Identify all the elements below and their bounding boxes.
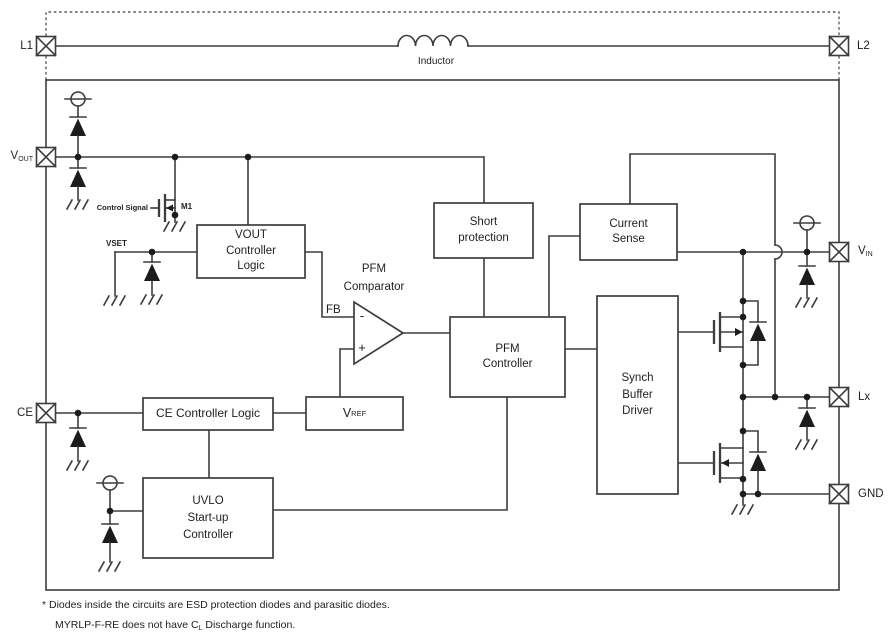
function-blocks	[142, 202, 679, 559]
m1-mosfet	[150, 156, 186, 232]
ground-icon	[163, 221, 186, 232]
pin-label-lx: Lx	[858, 391, 871, 403]
ic-outline	[45, 79, 840, 591]
uvlo-block	[142, 477, 274, 559]
pin-label-vout: VOUT	[10, 150, 33, 163]
pin-label-vin: VIN	[858, 245, 873, 258]
dotted-external-path	[45, 11, 840, 80]
esd-diode-icon	[101, 523, 119, 544]
pin-vin	[828, 241, 850, 263]
vset-label: VSET	[106, 239, 127, 248]
vout-controller-logic-label: VOUT Controller Logic	[226, 229, 276, 273]
pin-l2	[828, 35, 850, 57]
ce-network	[55, 412, 307, 479]
esd-diode-icon	[69, 427, 87, 448]
inductor-wire	[55, 34, 830, 47]
pin-vout	[35, 146, 57, 168]
uvlo-label: UVLO Start-up Controller	[183, 494, 233, 541]
feedback-path	[247, 156, 451, 398]
synch-buffer-driver-label: Synch Buffer Driver	[621, 372, 654, 418]
terminal-circle-icon	[96, 475, 124, 491]
inductor-coil	[397, 34, 469, 47]
ce-controller-logic-label: CE Controller Logic	[155, 406, 261, 421]
ground-icon	[140, 294, 163, 305]
vout-controller-logic-block	[196, 224, 306, 279]
inductor-label: Inductor	[417, 56, 455, 67]
pin-label-l2: L2	[857, 40, 870, 52]
vin-rail	[676, 215, 831, 308]
pin-label-l1: L1	[20, 40, 33, 52]
esd-diode-icon	[143, 261, 161, 282]
pfm-comparator-opamp	[353, 300, 405, 366]
terminal-circle-icon	[793, 215, 821, 231]
uvlo-network	[96, 396, 508, 572]
vout-esd-diodes	[64, 91, 92, 210]
pin-ce	[35, 402, 57, 424]
footnote-line1: * Diodes inside the circuits are ESD pro…	[42, 599, 390, 611]
pin-l1	[35, 35, 57, 57]
current-sense-block	[579, 203, 678, 261]
pfm-controller-block	[449, 316, 566, 398]
vout-rail	[55, 156, 485, 204]
esd-diode-icon	[798, 265, 816, 286]
control-signal-label: Control Signal	[96, 203, 148, 212]
pfm-controller-label: PFM Controller	[482, 342, 533, 371]
ce-controller-logic-block	[142, 397, 274, 431]
pin-gnd	[828, 483, 850, 505]
pins	[35, 35, 850, 505]
pfm-comparator-title: PFM Comparator	[343, 263, 405, 293]
short-protection-label: Short protection	[458, 216, 509, 244]
ground-icon	[103, 295, 126, 306]
pin-lx	[828, 386, 850, 408]
low-side-nmos	[677, 430, 767, 495]
ground-icon	[795, 439, 818, 450]
terminal-circle-icon	[64, 91, 92, 107]
pin-label-gnd: GND	[858, 488, 884, 500]
synch-buffer-driver-block	[596, 295, 679, 495]
esd-diode-icon	[798, 407, 816, 428]
current-sense-label: Current Sense	[609, 217, 648, 246]
comparator-minus: -	[359, 308, 365, 323]
body-diode-icon	[749, 321, 767, 342]
body-diode-icon	[749, 451, 767, 472]
m1-label: M1	[181, 202, 193, 211]
ground-icon	[731, 504, 754, 515]
vref-block	[305, 396, 404, 431]
comparator-plus: +	[358, 340, 366, 355]
power-stage	[677, 251, 831, 515]
ground-icon	[66, 460, 89, 471]
esd-diode-icon	[69, 167, 87, 188]
lx-rail	[742, 396, 831, 450]
high-side-pmos	[677, 300, 767, 366]
esd-diode-icon	[69, 116, 87, 137]
vset-network	[103, 247, 198, 306]
footnote-line2: MYRLP-F-RE does not have CL Discharge fu…	[55, 619, 296, 632]
pin-label-ce: CE	[17, 407, 33, 419]
ground-icon	[98, 561, 121, 572]
ground-icon	[795, 297, 818, 308]
fb-label: FB	[326, 304, 341, 316]
short-protection-block	[433, 202, 534, 259]
